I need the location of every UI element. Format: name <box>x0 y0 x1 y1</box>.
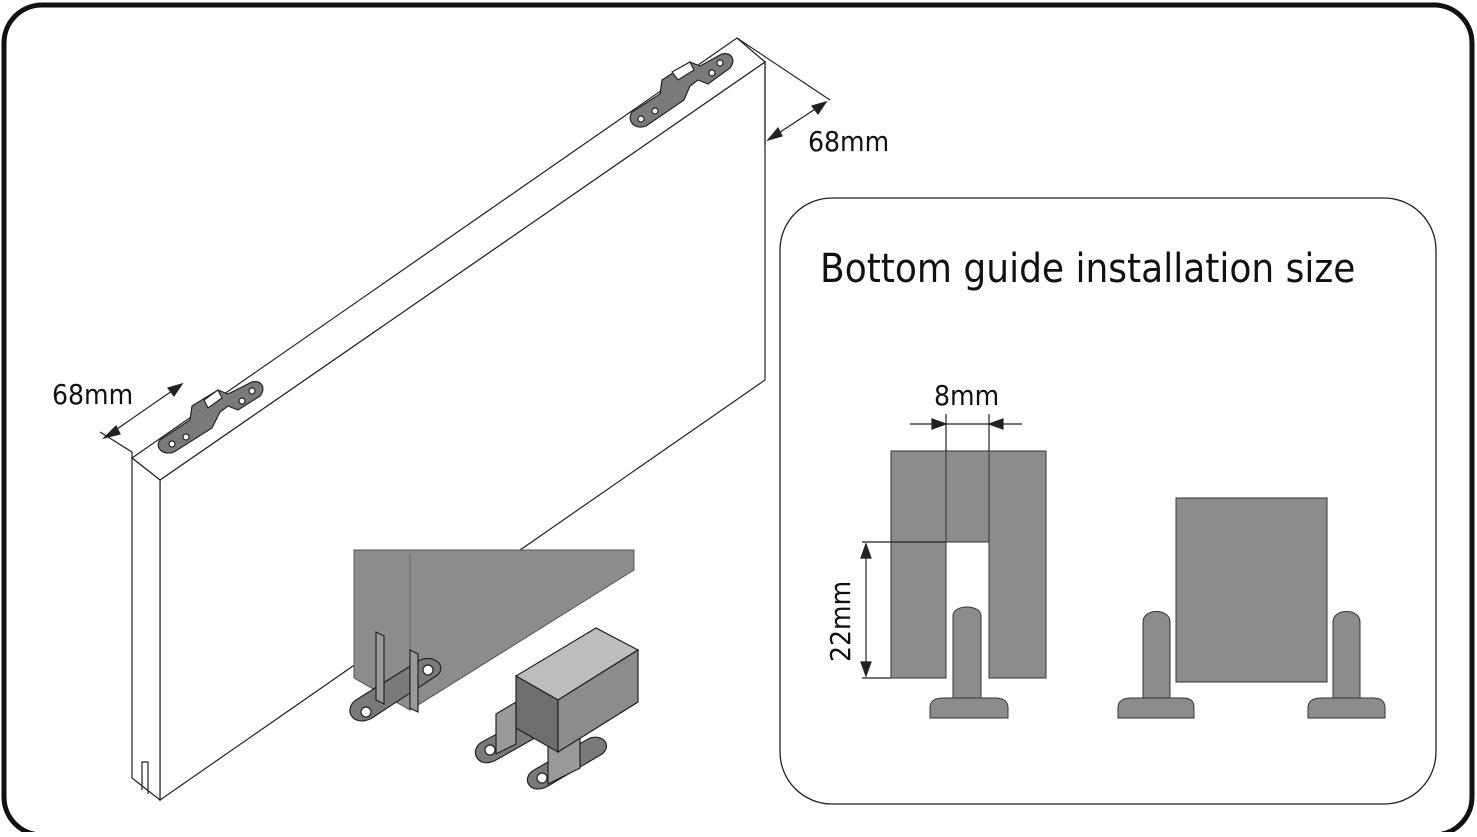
guide-block-section <box>1117 497 1386 719</box>
top-bracket-left <box>157 381 264 454</box>
top-bracket-right <box>629 53 734 128</box>
dimension-top-right <box>736 37 831 145</box>
door-panel <box>130 37 766 802</box>
guide-pin-center <box>929 606 1009 719</box>
dimension-label-left: 68mm <box>52 378 133 411</box>
dimension-height <box>860 541 946 679</box>
dimension-width <box>910 414 1022 451</box>
bottom-guide-installed <box>349 631 442 722</box>
groove-section <box>890 450 1047 679</box>
panel-title: Bottom guide installation size <box>820 246 1355 292</box>
dimension-label-width: 8mm <box>934 379 999 412</box>
bottom-guide-separate <box>474 627 640 790</box>
dimension-left <box>99 382 184 458</box>
dimension-label-top-right: 68mm <box>808 125 889 158</box>
dimension-label-height: 22mm <box>824 581 857 662</box>
